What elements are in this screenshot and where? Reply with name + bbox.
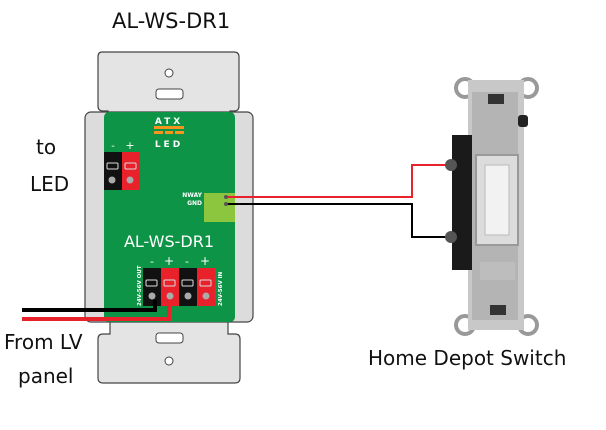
switch-label: Home Depot Switch xyxy=(368,346,567,370)
from-lv-panel-label: From LV xyxy=(4,330,83,354)
device-title: AL-WS-DR1 xyxy=(112,9,231,33)
logo-bottom-text: LED xyxy=(155,140,183,150)
nway-red-wire xyxy=(226,164,446,198)
led-output-terminal: - + xyxy=(104,139,140,190)
to-led-label-line2: LED xyxy=(30,172,70,196)
pcb-model-text: AL-WS-DR1 xyxy=(124,232,214,251)
in-voltage-label: 24V-56V IN xyxy=(218,271,224,306)
power-terminal-label-4: + xyxy=(200,254,210,268)
atx-led-logo: ATX LED xyxy=(154,117,184,150)
gnd-black-wire xyxy=(226,203,446,238)
power-terminals: - + - + 24V-56V OUT 24V-56V IN xyxy=(137,254,224,306)
toggle-switch-icon xyxy=(445,77,539,336)
screw-hole-top xyxy=(164,68,174,78)
mounting-slot-bottom xyxy=(155,332,184,344)
lv-red-wire xyxy=(22,302,171,321)
lv-black-wire xyxy=(22,300,157,312)
power-terminal-label-1: - xyxy=(150,255,154,268)
nway-label: NWAY xyxy=(182,192,202,199)
power-terminal-label-2: + xyxy=(164,254,174,268)
to-led-label: to xyxy=(36,135,57,159)
power-terminal-label-3: - xyxy=(185,255,189,268)
out-voltage-label: 24V-56V OUT xyxy=(137,265,143,306)
screw-hole-bottom xyxy=(164,356,174,366)
gnd-label: GND xyxy=(187,200,202,207)
logo-top-text: ATX xyxy=(155,117,183,127)
from-lv-panel-label-line2: panel xyxy=(18,364,74,388)
mounting-slot-top xyxy=(155,88,184,100)
led-minus-label: - xyxy=(111,141,115,152)
led-plus-label: + xyxy=(125,139,134,152)
